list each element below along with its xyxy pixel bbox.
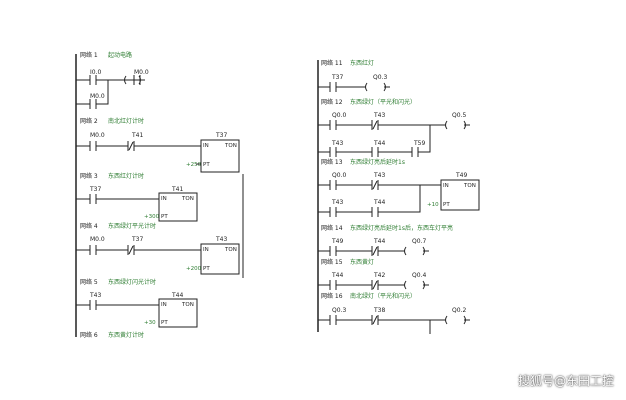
box-in: IN [203, 143, 209, 149]
network-16-comment: 南北绿灯（平光和闪光） [350, 292, 416, 300]
preset-value: +10 [427, 202, 439, 208]
network-2-label: 网络 2 [80, 117, 98, 125]
box-pt: PT [161, 320, 168, 326]
network-5-rung: T43 T44 IN TON PT +30 [76, 292, 198, 328]
network-14-label: 网络 14 [321, 224, 343, 232]
contact-label: M0.0 [90, 236, 105, 243]
contact-label: T49 [331, 238, 343, 245]
box-ton: TON [181, 302, 194, 308]
timer-label: T49 [455, 172, 467, 179]
network-1-comment: 起动电路 [108, 51, 132, 59]
network-12-label: 网络 12 [321, 98, 343, 106]
contact-label: T43 [373, 112, 385, 119]
contact-label: T59 [413, 140, 425, 147]
box-pt: PT [443, 202, 450, 208]
network-1-label: 网络 1 [80, 51, 98, 59]
box-pt: PT [203, 266, 210, 272]
timer-label: T44 [171, 292, 183, 299]
contact-m0-0-label: M0.0 [134, 69, 149, 76]
network-15-rung: T44 T42 Q0.4 [318, 272, 429, 290]
contact-label: T37 [131, 236, 143, 243]
preset-value: +300 [144, 214, 160, 220]
network-11-label: 网络 11 [321, 59, 343, 67]
network-3-label: 网络 3 [80, 172, 98, 180]
network-5-label: 网络 5 [80, 278, 98, 286]
network-14-comment: 东西绿灯亮后延时1s后，东西车灯平亮 [350, 224, 453, 232]
contact-label: T42 [373, 272, 385, 279]
network-13-comment: 东西绿灯亮后延时1s [350, 158, 405, 166]
network-4-label: 网络 4 [80, 222, 98, 230]
network-2-rung: M0.0 T41 T37 IN TON PT +250 [76, 132, 240, 173]
timer-box [158, 192, 198, 222]
contact-label: T37 [331, 74, 343, 81]
coil-label: Q0.3 [373, 74, 387, 81]
timer-box [440, 179, 480, 211]
contact-i0-0-label: I0.0 [90, 69, 101, 76]
contact-label: Q0.3 [332, 307, 346, 314]
contact-label: T43 [89, 292, 101, 299]
network-3-rung: T37 T41 IN TON PT +300 [76, 186, 198, 222]
watermark-text: 搜狐号@东田工控 [517, 374, 614, 388]
network-11-comment: 东西红灯 [350, 59, 374, 67]
contact-label: T43 [331, 140, 343, 147]
box-ton: TON [181, 196, 194, 202]
timer-label: T43 [215, 236, 227, 243]
contact-label: T44 [373, 140, 385, 147]
box-in: IN [161, 302, 167, 308]
network-12-comment: 东西绿灯（平光和闪光） [350, 98, 416, 106]
box-in: IN [443, 183, 449, 189]
network-13-rung: Q0.0 T43 T49 IN TON PT +10 T43 T44 [318, 172, 480, 217]
timer-label: T37 [215, 132, 227, 139]
contact-label: T43 [373, 172, 385, 179]
timer-box [200, 243, 240, 275]
network-1-rung: I0.0 M0.0 M0.0 [76, 69, 149, 109]
contact-label: T44 [373, 238, 385, 245]
coil-label: Q0.2 [452, 307, 466, 314]
box-ton: TON [463, 183, 476, 189]
network-16-rung: Q0.3 T38 Q0.2 [318, 307, 470, 334]
network-4-comment: 东西绿灯平光计时 [108, 222, 156, 230]
network-14-rung: T49 T44 Q0.7 [318, 238, 429, 256]
network-6-comment: 东西黄灯计时 [108, 331, 144, 339]
box-ton: TON [224, 143, 237, 149]
contact-label: T41 [131, 132, 143, 139]
preset-value: +250 [186, 162, 202, 168]
contact-label: T38 [373, 307, 385, 314]
contact-label: T44 [331, 272, 343, 279]
preset-value: +200 [186, 266, 202, 272]
box-pt: PT [203, 162, 210, 168]
network-16-label: 网络 16 [321, 292, 343, 300]
contact-label: T43 [331, 199, 343, 206]
contact-label: T37 [89, 186, 101, 193]
contact-label: M0.0 [90, 132, 105, 139]
contact-label: Q0.0 [332, 112, 346, 119]
network-12-rung: Q0.0 T43 Q0.5 T43 T44 T59 [318, 112, 470, 157]
coil-label: Q0.7 [412, 238, 426, 245]
network-15-comment: 东西黄灯 [350, 258, 374, 266]
timer-box [158, 298, 198, 328]
network-11-rung: T37 Q0.3 [318, 74, 390, 92]
network-6-label: 网络 6 [80, 331, 98, 339]
network-5-comment: 东西绿灯闪光计时 [108, 278, 156, 286]
contact-m0-0-latch-label: M0.0 [90, 93, 105, 100]
network-15-label: 网络 15 [321, 258, 343, 266]
network-4-rung: M0.0 T37 T43 IN TON PT +200 [76, 236, 240, 275]
timer-label: T41 [171, 186, 183, 193]
box-in: IN [161, 196, 167, 202]
coil-label: Q0.4 [412, 272, 426, 279]
timer-box [200, 139, 240, 173]
network-2-comment: 南北红灯计时 [108, 117, 144, 125]
box-ton: TON [224, 247, 237, 253]
box-in: IN [203, 247, 209, 253]
contact-label: T44 [373, 199, 385, 206]
preset-value: +30 [144, 320, 156, 326]
contact-label: Q0.0 [332, 172, 346, 179]
box-pt: PT [161, 214, 168, 220]
coil-label: Q0.5 [452, 112, 466, 119]
network-3-comment: 东西红灯计时 [108, 172, 144, 180]
network-13-label: 网络 13 [321, 158, 343, 166]
